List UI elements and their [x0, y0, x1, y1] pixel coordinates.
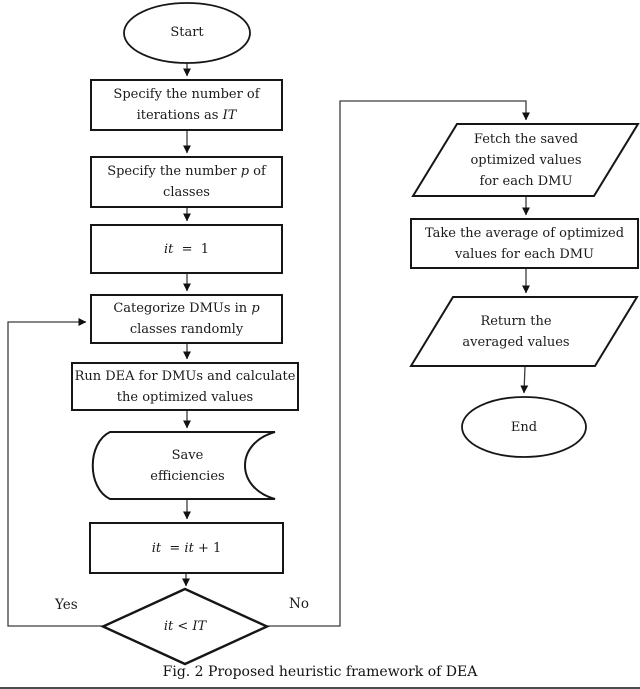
return-values-node-label: Return the averaged values — [462, 314, 570, 350]
start-terminator-shape — [123, 2, 251, 64]
end-terminator-shape — [461, 396, 587, 458]
yes-branch-label: Yes — [55, 597, 78, 613]
return-values-io-shape — [409, 296, 639, 367]
run-dea-process-shape — [71, 362, 299, 411]
end-node-label: End — [510, 419, 538, 435]
specify-iterations-node-label: Specify the number of iterations as IT — [113, 87, 260, 123]
save-efficiencies-stored-data-shape — [91, 431, 276, 500]
connector-decision-no-branch — [267, 100, 530, 627]
connector-return-to-end — [520, 365, 529, 394]
fetch-values-io-shape — [411, 123, 640, 197]
save-efficiencies-node-label: Save efficiencies — [150, 448, 225, 484]
decision-node-label: it < IT — [163, 618, 207, 634]
init-iteration-node-label: it = 1 — [163, 241, 210, 257]
specify-classes-node-label: Specify the number p of classes — [107, 164, 266, 200]
specify-classes-process-shape — [90, 156, 283, 208]
decision-diamond-shape — [100, 587, 270, 666]
bottom-rule-divider — [0, 687, 640, 689]
increment-node-label: it = it + 1 — [151, 540, 222, 556]
init-iteration-process-shape — [90, 224, 283, 274]
connector-decision-yes-loop — [7, 318, 103, 627]
specify-iterations-process-shape — [90, 79, 283, 131]
increment-process-shape — [89, 522, 284, 574]
run-dea-node-label: Run DEA for DMUs and calculate the optim… — [74, 368, 296, 405]
take-average-process-shape — [410, 218, 639, 269]
fetch-values-node-label: Fetch the saved optimized values for eac… — [470, 131, 582, 189]
take-average-node-label: Take the average of optimized values for… — [424, 225, 625, 262]
figure-caption: Fig. 2 Proposed heuristic framework of D… — [162, 664, 478, 680]
start-node-label: Start — [170, 24, 204, 40]
categorize-process-shape — [90, 294, 283, 344]
categorize-node-label: Categorize DMUs in p classes randomly — [113, 301, 260, 337]
no-branch-label: No — [289, 596, 309, 612]
